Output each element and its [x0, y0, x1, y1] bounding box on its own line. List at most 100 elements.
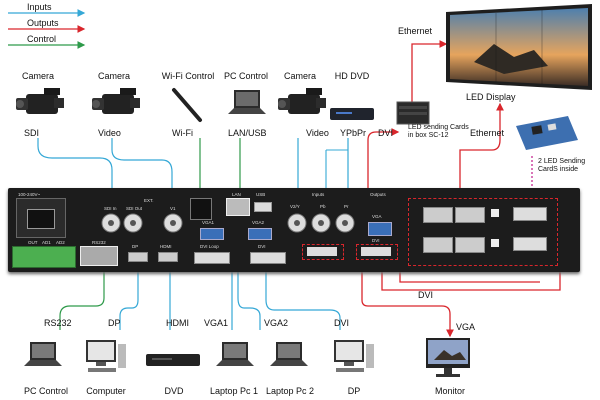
- source-camera-1-label: Camera: [21, 71, 55, 81]
- monitor-icon: [426, 338, 470, 377]
- audio-ad1-label: AD1: [42, 240, 51, 245]
- sending-card-icon: [516, 116, 578, 150]
- port-ypbpr-label: YPbPr: [340, 128, 367, 138]
- device-pc-control-label: PC Control: [23, 386, 69, 396]
- vga2-port: [248, 228, 272, 240]
- wire-rs232: [59, 260, 108, 330]
- wire-ethernet-panel: [459, 102, 504, 205]
- legend-outputs-label: Outputs: [27, 18, 59, 28]
- audio-terminal-block: [12, 246, 76, 268]
- usb-port: [254, 202, 272, 212]
- camera-icon: [278, 88, 326, 114]
- source-pc-label: PC Control: [223, 71, 269, 81]
- desktop-computer-icon: [334, 340, 374, 372]
- sending-card-slots: [408, 198, 558, 266]
- sdi-in-label: SDI In: [104, 206, 117, 211]
- lan-port: [226, 198, 250, 216]
- source-camera-2-label: Camera: [97, 71, 131, 81]
- dvi-loop-label: DVI Loop: [200, 244, 219, 249]
- ethernet-label-top: Ethernet: [398, 26, 433, 36]
- wire-dvi-in: [262, 260, 341, 330]
- legend-inputs-label: Inputs: [27, 2, 52, 12]
- device-laptop-2-label: Laptop Pc 2: [265, 386, 315, 396]
- audio-ad2-label: AD2: [56, 240, 65, 245]
- power-socket: [16, 198, 66, 238]
- sending-box-dvi-label: DVI: [378, 128, 394, 138]
- wire-dp: [119, 260, 142, 330]
- sending-box-caption: LED sending Cards in box SC-12: [408, 124, 469, 139]
- dvi-out-label: DVI: [372, 238, 380, 243]
- outputs-group-label: Outputs: [370, 192, 386, 197]
- inputs-group-label: Inputs: [312, 192, 325, 197]
- wire-dvi-to-box: [367, 128, 400, 230]
- laptop-icon: [216, 342, 254, 366]
- v1-label: V1: [170, 206, 176, 211]
- device-computer-label: Computer: [86, 386, 126, 396]
- source-camera-3-label: Camera: [283, 71, 317, 81]
- camera-icon: [16, 88, 64, 114]
- cable-dvi-label: DVI: [334, 318, 350, 328]
- cable-dp-label: DP: [108, 318, 121, 328]
- sdi-out-label: SDI Out: [126, 206, 143, 211]
- led-display-icon: [446, 4, 592, 90]
- dvi-in-port: [250, 252, 286, 264]
- hdmi-label: HDMI: [160, 244, 172, 249]
- wire-ethernet-box: [411, 40, 448, 108]
- legend-control-label: Control: [27, 34, 57, 44]
- dp-port: [128, 252, 148, 262]
- device-laptop-1-label: Laptop Pc 1: [209, 386, 259, 396]
- desktop-computer-icon: [86, 340, 126, 372]
- sending-card-caption: 2 LED Sending CardS inside: [538, 158, 586, 173]
- sending-box-icon: [396, 101, 430, 125]
- device-dp-label: DP: [347, 386, 361, 396]
- power-label: 100-240V~: [18, 192, 41, 197]
- ext-label: EXT.: [144, 198, 154, 203]
- vga-output-port: [368, 222, 392, 236]
- dvi-output-2-frame: [356, 244, 398, 260]
- device-dvd-label: DVD: [164, 386, 184, 396]
- led-display-label: LED Display: [466, 92, 516, 102]
- audio-out-label: OUT: [28, 240, 38, 245]
- laptop-icon: [270, 342, 308, 366]
- hdmi-port: [158, 252, 178, 262]
- wire-video1: [111, 138, 176, 210]
- vga1-port: [200, 228, 224, 240]
- wifi-port: [190, 198, 212, 220]
- cable-rs232-label: RS232: [44, 318, 72, 328]
- wire-vga-monitor: [361, 240, 454, 338]
- pr-label: Pr: [344, 204, 349, 209]
- wire-vga2: [234, 238, 261, 330]
- v2y-label: V2/Y: [290, 204, 300, 209]
- vga2-label: VGA2: [252, 220, 265, 225]
- port-video-label: Video: [98, 128, 121, 138]
- rs232-label: RS232: [92, 240, 106, 245]
- source-wifi-label: Wi-Fi Control: [161, 71, 215, 81]
- dvi-loop-port: [194, 252, 230, 264]
- cable-hdmi-label: HDMI: [166, 318, 189, 328]
- device-monitor-label: Monitor: [434, 386, 466, 396]
- laptop-icon: [24, 342, 62, 366]
- wire-sdi: [37, 138, 116, 212]
- dvi-output-1-frame: [302, 244, 344, 260]
- wifi-antenna-icon: [172, 88, 202, 122]
- port-wifi-label: Wi-Fi: [172, 128, 193, 138]
- vga-out-label: VGA: [372, 214, 382, 219]
- cable-dvi-output-label: DVI: [418, 290, 434, 300]
- dvd-player-icon: [146, 354, 200, 366]
- dvi-in-label: DVI: [258, 244, 266, 249]
- wire-dvi-outputs: [381, 262, 561, 291]
- dvd-player-icon: [330, 108, 374, 120]
- cable-vga1-label: VGA1: [204, 318, 229, 328]
- port-sdi-label: SDI: [24, 128, 40, 138]
- vga1-label: VGA1: [202, 220, 215, 225]
- usb-label: USB: [256, 192, 266, 197]
- port-video-2-label: Video: [306, 128, 329, 138]
- laptop-icon: [228, 90, 266, 114]
- dp-label: DP: [132, 244, 139, 249]
- port-lan-usb-label: LAN/USB: [228, 128, 267, 138]
- rs232-port: [80, 246, 118, 266]
- pb-label: Pb: [320, 204, 326, 209]
- source-dvd-label: HD DVD: [334, 71, 370, 81]
- lan-label: LAN: [232, 192, 241, 197]
